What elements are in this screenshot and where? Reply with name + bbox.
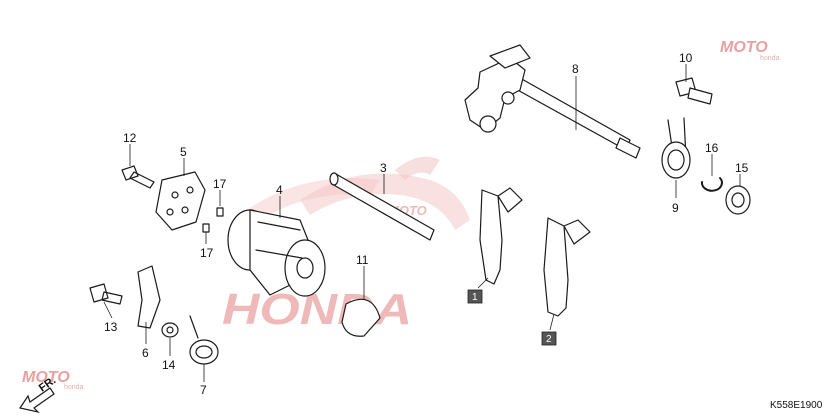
label-part-16: 16 [705,141,719,155]
shift-fork-1-part [479,187,523,285]
label-part-5: 5 [180,145,187,159]
stopper-arm-part [137,265,161,329]
label-part-8: 8 [572,62,579,76]
moto-logo-bottom-left: MOTO honda [22,369,84,391]
stopper-spring-part [189,315,219,365]
bolt-13-part [89,283,123,305]
label-part-10: 10 [679,51,693,65]
dowel-pin-lower [202,223,210,233]
bolt-12-part [121,165,155,189]
shift-drum-part [227,209,326,297]
moto-logo-top-right: MOTO honda [720,39,780,62]
moto-logo-text-left: MOTO [22,369,70,386]
circlip-part [700,177,723,192]
return-spring-part [661,117,691,179]
label-part-15: 15 [735,161,749,175]
shift-fork-2-part [543,217,591,317]
label-part-17-lower: 17 [200,246,214,260]
diagram-code: K558E1900 [770,400,823,411]
boxed-label-2: 2 [546,334,552,345]
drum-plate-part [155,171,206,231]
washer-14-part [161,322,179,338]
label-part-6: 6 [142,346,149,360]
boxed-part-1: 1 [467,289,483,304]
moto-logo-subtext-left: honda [64,384,84,391]
stopper-plate-part [341,298,381,337]
label-part-3: 3 [380,161,387,175]
part-labels: 8 10 9 16 15 3 4 5 12 17 17 11 6 13 14 7 [104,51,749,397]
label-part-11: 11 [356,253,369,267]
label-part-7: 7 [200,383,207,397]
moto-logo-text: MOTO [720,39,768,56]
label-part-17-upper: 17 [213,177,227,191]
label-part-9: 9 [672,201,679,215]
moto-logo-subtext: honda [760,55,780,62]
label-part-13: 13 [104,320,118,334]
honda-wordmark: HONDA [222,285,412,334]
label-part-14: 14 [162,358,176,372]
label-part-12: 12 [123,131,137,145]
boxed-part-2: 2 [541,331,557,346]
washer-15-part [725,185,751,215]
shift-shaft-part [464,44,641,159]
bolt-10-part [675,77,713,105]
leader-lines [103,64,741,382]
label-part-4: 4 [276,183,283,197]
boxed-label-1: 1 [472,292,478,303]
shift-fork-shaft-part [329,172,435,241]
dowel-pin-upper [216,207,224,217]
